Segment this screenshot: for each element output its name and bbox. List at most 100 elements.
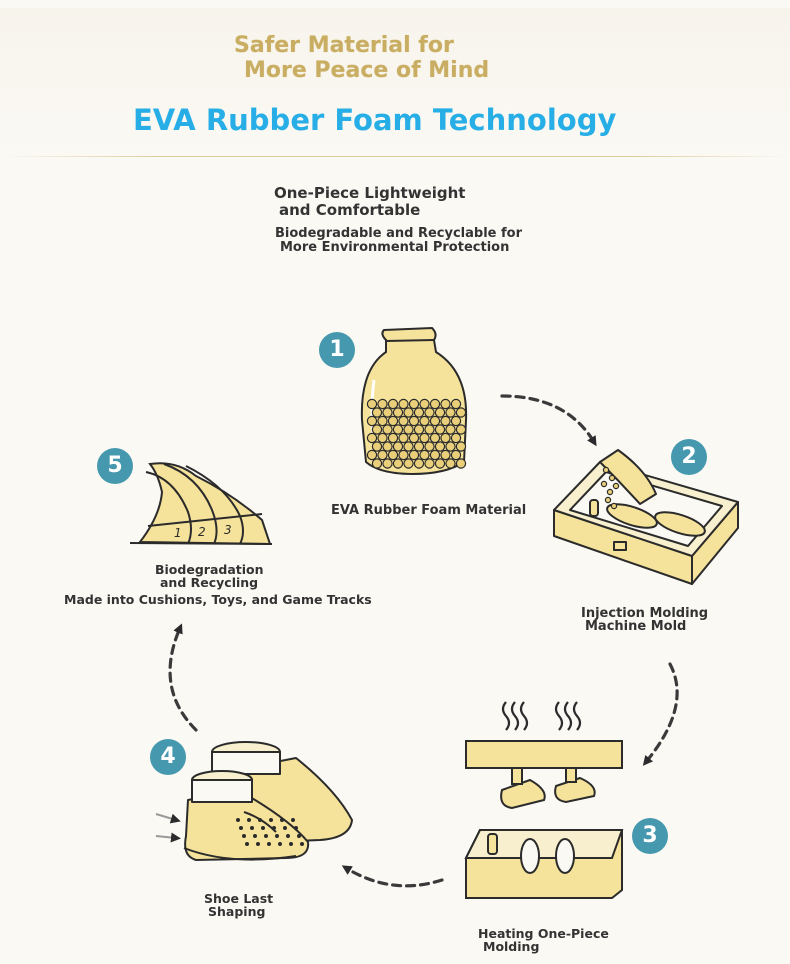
step-5-label-line3: Made into Cushions, Toys, and Game Track… [64,592,372,607]
pellet [440,432,451,444]
track-number-2: 2 [198,525,206,539]
pellet [382,441,393,452]
pellet [602,466,610,474]
step-4-label-line1: Shoe Last [204,891,274,906]
track-lane-1 [145,471,192,545]
pellet [392,407,404,418]
feature-line1: One-Piece Lightweight [274,184,466,202]
pellet [440,415,451,427]
pellet [413,407,425,418]
arrow-4-to-5 [168,623,198,732]
step-badge-1: 1 [319,332,355,368]
shoe-hole [253,833,258,838]
shoe-front [184,789,310,861]
pellet [455,424,467,435]
track-illustration [129,462,273,546]
track-number-3: 3 [224,523,232,537]
pellet [382,407,393,418]
pellet [392,441,404,452]
pellet [612,482,620,490]
pellet [377,398,388,410]
arrow-1-to-2 [500,394,597,447]
pellet [398,432,409,444]
pellet [450,449,462,461]
pellet [398,449,409,461]
pellet [424,407,435,418]
insole-right [654,511,706,537]
pellet [440,449,451,461]
arrow-3-to-4 [341,865,444,888]
pellet [445,407,456,418]
press-foot-left [500,778,546,810]
steam-lines [501,701,582,731]
pellet [413,424,425,435]
pellet [455,458,467,469]
pellet [445,441,456,452]
pellet [371,424,383,435]
feature-line4: More Environmental Protection [280,240,510,255]
pellet [424,441,435,452]
pellet [419,449,430,461]
step-5-label-line1: Biodegradation [155,562,264,577]
pellet [450,432,462,444]
shoe-hole [245,841,250,846]
pellet [377,415,388,427]
pellet [455,441,467,452]
pellets-group [366,398,467,469]
pellet [429,449,441,461]
feature-line3: Biodegradable and Recyclable for [275,226,522,241]
pellet [440,398,451,410]
press-rod-right [565,767,577,783]
pellet [434,407,446,418]
pellet [434,441,446,452]
pellet [419,415,430,427]
header-divider [0,156,790,157]
step-3-label-line2: Molding [483,939,540,954]
heating-press-illustration [464,701,624,899]
pellet [450,398,462,410]
pellet [398,398,409,410]
last-block-front [191,779,253,803]
shoe-sole [183,847,297,861]
pellet [606,488,614,496]
shoe-hole [291,817,296,822]
pellet [429,415,441,427]
pellet [408,449,420,461]
pellet [450,415,462,427]
pellet [377,432,388,444]
pellet [403,424,414,435]
shoe-hole [300,841,305,846]
pellet [419,432,430,444]
shoe-hole [236,817,241,822]
shoe-hole [239,825,244,830]
mold-pin [589,499,599,517]
shoe-hole [250,825,255,830]
pour-pellets [600,466,620,510]
shoe-hole [289,841,294,846]
pellet [434,458,446,469]
track-number-1: 1 [174,526,182,540]
pellet [445,458,456,469]
header-band [0,8,790,158]
pellet [371,441,383,452]
feature-line2: and Comfortable [279,201,421,219]
input-arrow-2 [155,832,181,843]
step-4-label-line2: Shaping [208,904,266,919]
shoe-illustration [155,741,353,861]
step-badge-3: 3 [632,818,668,854]
pellet [387,415,399,427]
pellet [413,441,425,452]
pellet [387,449,399,461]
shoe-hole [283,825,288,830]
pellet [387,398,399,410]
pellet [392,424,404,435]
pellet [398,415,409,427]
pellet [371,458,383,469]
step-1-label: EVA Rubber Foam Material [331,503,527,518]
pellet [413,458,425,469]
step-2-label-line2: Machine Mold [585,619,687,634]
press-plate [465,740,623,769]
pellet [371,407,383,418]
shoe-hole [278,841,283,846]
